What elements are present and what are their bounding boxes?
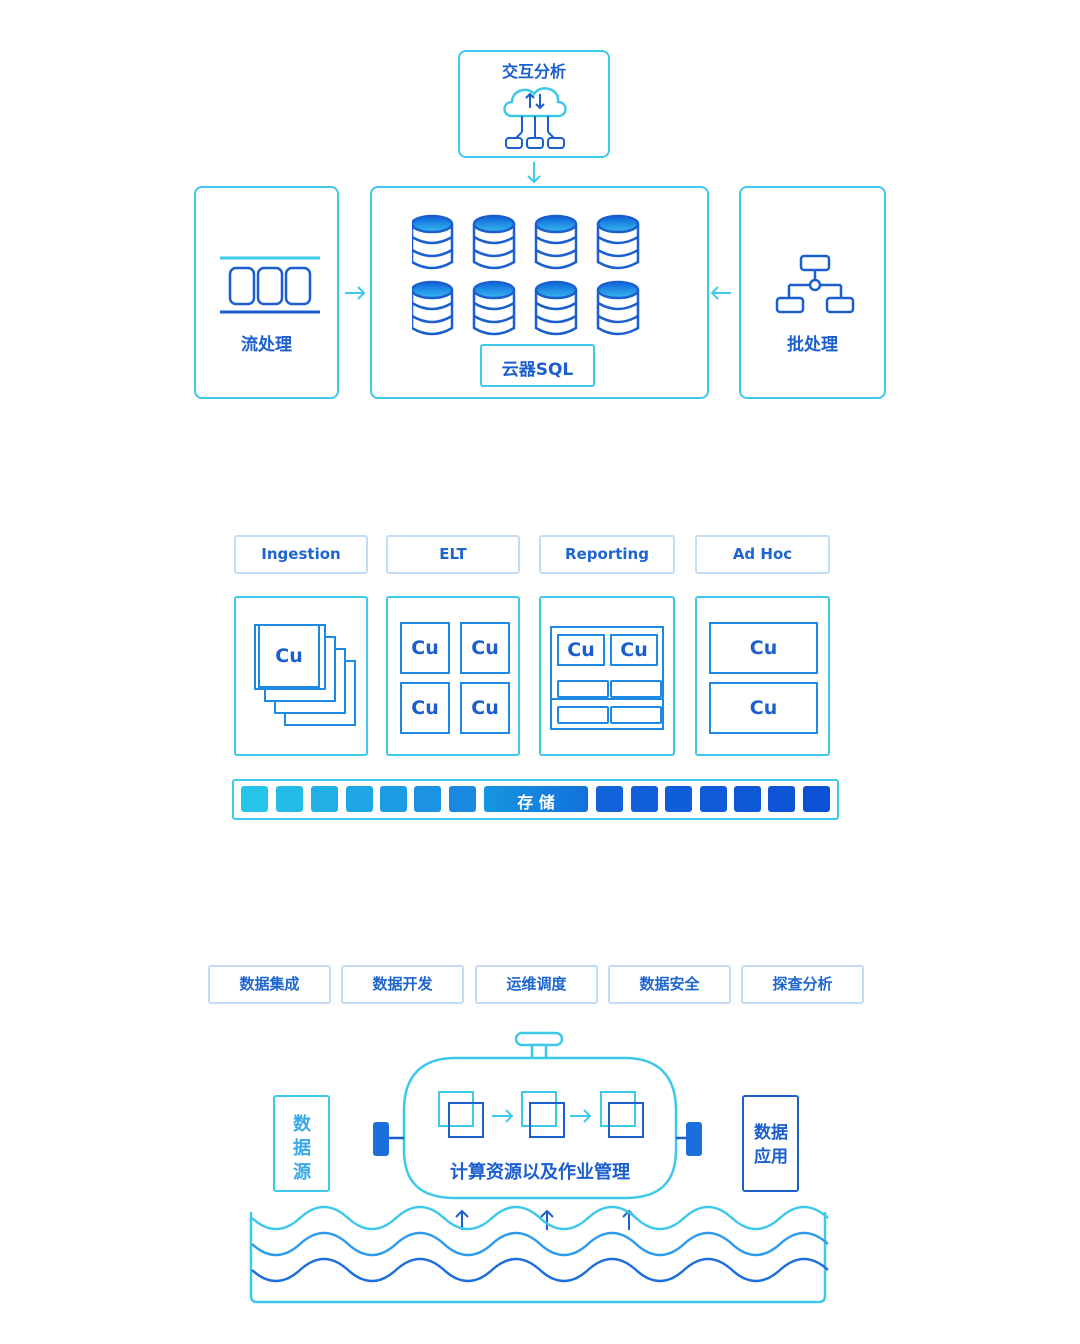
- workload-tag-1: ELT: [386, 535, 520, 574]
- cu-box: Cu: [460, 682, 510, 734]
- storage-cell: [700, 786, 727, 812]
- database-grid: [412, 214, 640, 336]
- platform-tag-3: 数据安全: [608, 965, 731, 1004]
- top-handle: [514, 1031, 564, 1061]
- storage-cell: [449, 786, 476, 812]
- database-icon: [534, 214, 578, 270]
- stream-queue-icon: [220, 256, 320, 314]
- arrow-right-icon: [345, 286, 366, 300]
- data-source-box: 数据源: [273, 1095, 330, 1192]
- workload-tag-0: Ingestion: [234, 535, 368, 574]
- storage-cell: [768, 786, 795, 812]
- database-icon: [472, 214, 516, 270]
- interactive-analysis-box: 交互分析: [458, 50, 610, 158]
- cu-box: Cu: [709, 682, 818, 734]
- report-slot: [557, 706, 609, 724]
- storage-cell: [276, 786, 303, 812]
- database-icon: [596, 280, 640, 336]
- report-divider: [550, 698, 664, 700]
- elt-panel: Cu Cu Cu Cu: [386, 596, 520, 756]
- data-app-label: 数据应用: [754, 1123, 788, 1167]
- batch-processing-box: 批处理: [739, 186, 886, 399]
- cu-box: Cu: [709, 622, 818, 674]
- arrow-up-icon: [455, 1209, 469, 1230]
- arrow-left-icon: [710, 286, 731, 300]
- cu-box: Cu: [610, 634, 658, 666]
- section1-lines: [345, 162, 731, 300]
- ingestion-panel: Cu: [234, 596, 368, 756]
- right-connector: [676, 1122, 702, 1156]
- report-slot: [610, 680, 662, 698]
- arrow-right-icon: [570, 1109, 592, 1123]
- lake-container: [249, 1212, 827, 1304]
- storage-cell: [346, 786, 373, 812]
- job-square-icon: [521, 1091, 565, 1138]
- reporting-frame: [550, 626, 664, 730]
- storage-label: 存 储: [517, 793, 555, 812]
- adhoc-panel: Cu Cu: [695, 596, 830, 756]
- data-source-label: 数据源: [293, 1114, 311, 1183]
- storage-label-block: [484, 786, 588, 812]
- workload-tag-3: Ad Hoc: [695, 535, 830, 574]
- storage-cell: [665, 786, 692, 812]
- storage-cell: [380, 786, 407, 812]
- storage-cell: [734, 786, 761, 812]
- cloud-network-icon: [503, 87, 567, 149]
- wave-line: [251, 1231, 829, 1257]
- cu-box: Cu: [557, 634, 605, 666]
- platform-tag-1: 数据开发: [341, 965, 464, 1004]
- database-icon: [596, 214, 640, 270]
- cu-box: Cu: [400, 622, 450, 674]
- platform-tag-0: 数据集成: [208, 965, 331, 1004]
- cloud-sql-box: 云器SQL: [370, 186, 709, 399]
- storage-cell: [803, 786, 830, 812]
- workload-tag-2: Reporting: [539, 535, 675, 574]
- storage-cell: [241, 786, 268, 812]
- storage-cell: [631, 786, 658, 812]
- left-connector: [373, 1122, 404, 1156]
- cu-box: Cu: [400, 682, 450, 734]
- job-square-icon: [438, 1091, 484, 1138]
- storage-cell: [414, 786, 441, 812]
- arrow-up-icon: [540, 1209, 554, 1230]
- reporting-panel: Cu Cu: [539, 596, 675, 756]
- database-icon: [412, 280, 454, 336]
- storage-cell: [311, 786, 338, 812]
- wave-line: [251, 1205, 829, 1231]
- stream-processing-box: 流处理: [194, 186, 339, 399]
- job-square-icon: [600, 1091, 644, 1138]
- database-icon: [412, 214, 454, 270]
- wave-line: [251, 1257, 829, 1283]
- platform-tag-4: 探查分析: [741, 965, 864, 1004]
- storage-cell: [596, 786, 623, 812]
- cu-box: Cu: [258, 624, 320, 688]
- cloud-sql-label: 云器SQL: [501, 360, 574, 380]
- arrow-right-icon: [492, 1109, 514, 1123]
- interactive-analysis-label: 交互分析: [501, 62, 566, 81]
- batch-processing-label: 批处理: [787, 335, 838, 355]
- cu-box: Cu: [460, 622, 510, 674]
- platform-tag-2: 运维调度: [475, 965, 598, 1004]
- cloud-sql-label-box: 云器SQL: [480, 344, 595, 387]
- database-icon: [472, 280, 516, 336]
- arrow-down-icon: [527, 162, 541, 184]
- hierarchy-icon: [775, 254, 855, 314]
- data-app-box: 数据应用: [742, 1095, 799, 1192]
- compute-core-label: 计算资源以及作业管理: [450, 1162, 630, 1183]
- stream-processing-label: 流处理: [241, 335, 292, 355]
- database-icon: [534, 280, 578, 336]
- report-slot: [557, 680, 609, 698]
- report-slot: [610, 706, 662, 724]
